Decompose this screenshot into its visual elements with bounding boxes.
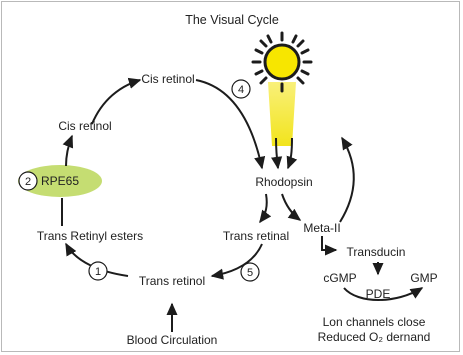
cis-retinol-top-label: Cis retinol	[141, 72, 194, 86]
sun-icon	[251, 31, 313, 93]
arrow-trans-retinal-to-trans-retinol	[210, 243, 263, 280]
step-marker-4: 4	[231, 79, 251, 99]
arrow-rpe65-to-cis-retinol	[62, 134, 74, 167]
meta-ii-label: Meta-II	[303, 221, 340, 235]
svg-text:4: 4	[238, 84, 244, 96]
arrow-rhodopsin-to-trans-retinal	[259, 193, 272, 224]
cis-retinol-left-label: Cis retinol	[58, 119, 111, 133]
gmp-label: GMP	[410, 271, 437, 285]
rpe65-label: RPE65	[41, 174, 79, 188]
diagram-title: The Visual Cycle	[185, 13, 279, 27]
rpe65-enzyme	[18, 165, 102, 197]
arrow-cgmp-to-gmp	[343, 287, 424, 301]
transducin-label: Transducin	[347, 245, 406, 259]
rhodopsin-label: Rhodopsin	[255, 175, 312, 189]
step-marker-5: 5	[240, 262, 260, 282]
reduced-o2-label: Reduced O₂ dernand	[318, 330, 431, 344]
arrow-cis-retinol-to-cis-retinol	[91, 77, 142, 125]
arrow-rhodopsin-to-meta-ii	[281, 193, 302, 221]
svg-text:5: 5	[247, 267, 253, 279]
cgmp-label: cGMP	[323, 271, 356, 285]
trans-retinyl-esters-label: Trans Retinyl esters	[37, 229, 143, 243]
step-marker-2: 2	[18, 171, 38, 191]
arrow-trans-retinol-to-esters	[65, 242, 129, 277]
ion-channels-label: Lon channels close	[323, 315, 426, 329]
arrow-cis-retinol-to-rhodopsin	[195, 79, 266, 170]
pde-label: PDE	[366, 287, 391, 301]
step-marker-1: 1	[88, 261, 108, 281]
trans-retinal-label: Trans retinal	[223, 229, 289, 243]
light-arrow-right	[286, 137, 298, 170]
svg-text:2: 2	[25, 176, 31, 188]
svg-text:1: 1	[95, 266, 101, 278]
light-arrow-left	[271, 137, 283, 170]
blood-circulation-label: Blood Circulation	[127, 333, 218, 347]
trans-retinol-label: Trans retinol	[139, 274, 205, 288]
arrow-meta-ii-recycle	[339, 136, 355, 223]
arrow-meta-ii-to-transducin	[321, 236, 338, 256]
light-beam	[268, 82, 296, 146]
